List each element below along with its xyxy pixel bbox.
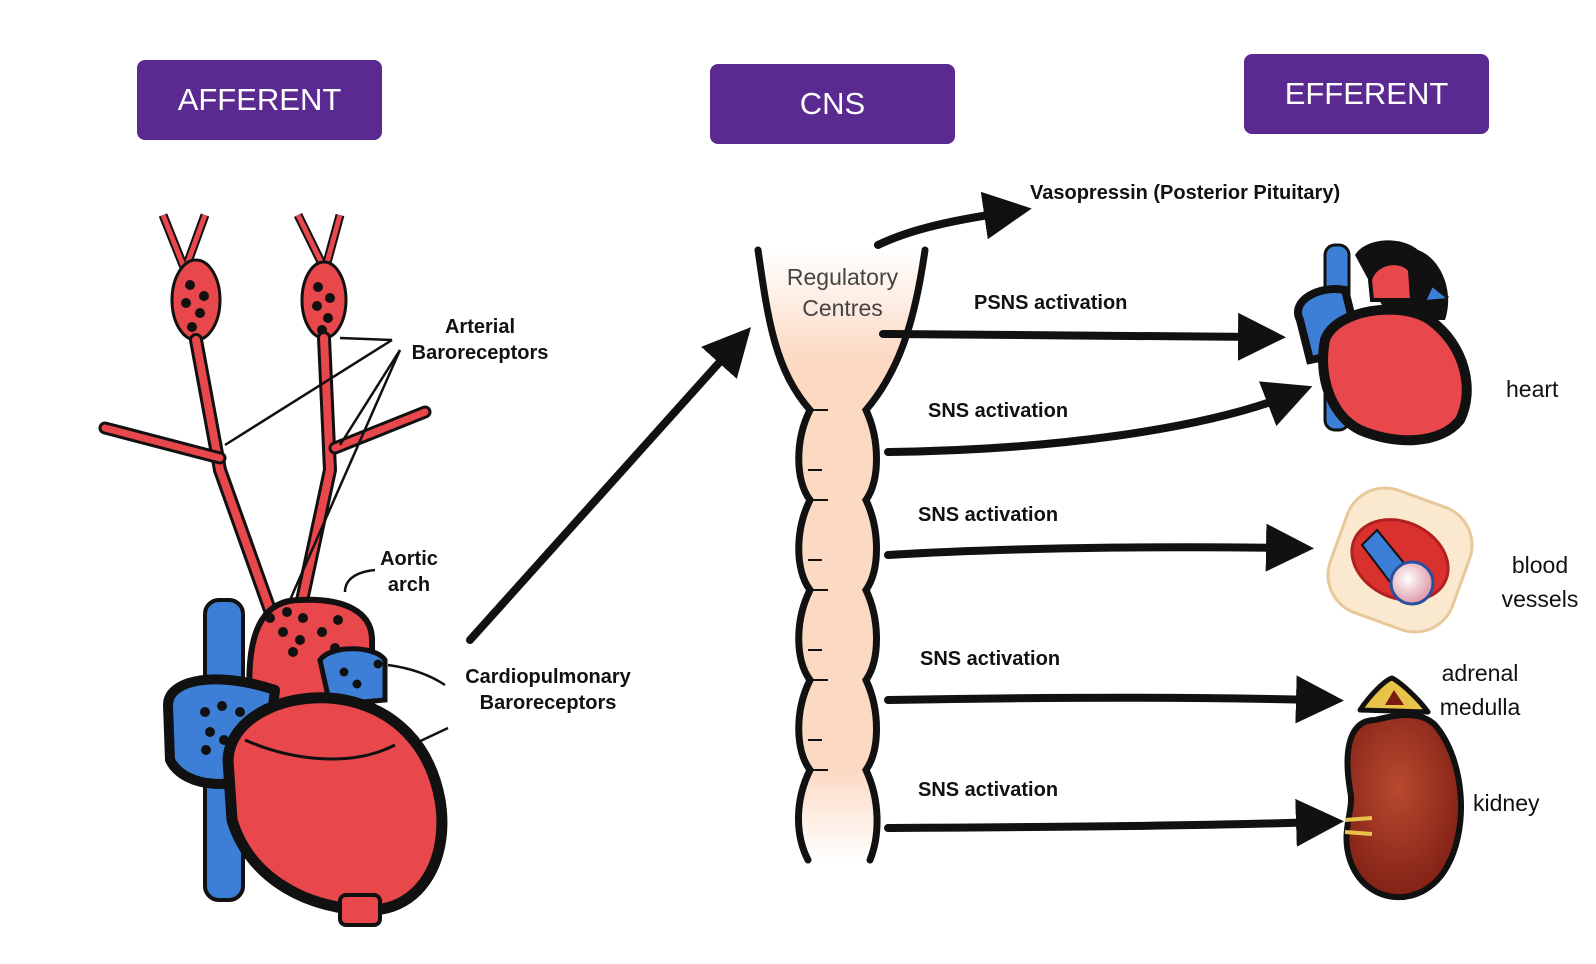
efferent-blood-vessel bbox=[1326, 486, 1474, 634]
sns-vessels-arrow bbox=[884, 523, 1314, 572]
cardiopulmonary-baroreceptors-label: Cardiopulmonary Baroreceptors bbox=[448, 664, 648, 716]
sns-heart-arrow bbox=[884, 381, 1313, 456]
sns-kidney-arrow bbox=[884, 798, 1344, 847]
afferent-heart bbox=[163, 596, 448, 927]
aortic-arch-line2: arch bbox=[387, 574, 431, 596]
cardiopulmonary-line1: Cardiopulmonary bbox=[465, 666, 631, 688]
sns-adrenal-arrow bbox=[884, 675, 1344, 724]
arterial-baroreceptors-line2: Baroreceptors bbox=[411, 342, 549, 364]
sns-kidney-label: SNS activation bbox=[918, 779, 1059, 801]
afferent-header: AFFERENT bbox=[137, 60, 382, 140]
cns-header: CNS bbox=[710, 64, 955, 144]
arterial-baroreceptors-line1: Arterial bbox=[444, 316, 516, 338]
adrenal-medulla-label: adrenal medulla bbox=[1425, 656, 1535, 724]
psns-heart-label: PSNS activation bbox=[974, 292, 1128, 314]
cns-header-label: CNS bbox=[799, 86, 866, 121]
cardiopulmonary-line2: Baroreceptors bbox=[479, 692, 617, 714]
blood-vessels-line1: blood bbox=[1511, 552, 1569, 578]
heart-label: heart bbox=[1506, 376, 1559, 402]
kidney-label: kidney bbox=[1473, 790, 1540, 816]
spinal-cord bbox=[754, 246, 929, 864]
adrenal-medulla-line1: adrenal bbox=[1441, 660, 1519, 686]
blood-vessels-line2: vessels bbox=[1501, 586, 1579, 612]
efferent-heart bbox=[1294, 240, 1472, 446]
afferent-to-cns-arrow bbox=[466, 327, 752, 644]
vasopressin-arrow bbox=[874, 191, 1032, 249]
vasopressin-label: Vasopressin (Posterior Pituitary) bbox=[1030, 182, 1341, 204]
regulatory-centres-label: Regulatory Centres bbox=[770, 262, 915, 324]
aortic-arch-label: Aortic arch bbox=[364, 546, 454, 598]
efferent-header: EFFERENT bbox=[1244, 54, 1489, 134]
regulatory-centres-line1: Regulatory bbox=[786, 264, 899, 290]
sns-adrenal-label: SNS activation bbox=[920, 648, 1061, 670]
afferent-header-label: AFFERENT bbox=[177, 82, 342, 117]
efferent-adrenal-kidney bbox=[1343, 675, 1464, 901]
regulatory-centres-line2: Centres bbox=[802, 295, 883, 321]
afferent-leader-lines bbox=[224, 336, 449, 747]
psns-heart-arrow bbox=[879, 312, 1286, 361]
sns-vessels-label: SNS activation bbox=[918, 504, 1059, 526]
blood-vessels-label: blood vessels bbox=[1490, 548, 1590, 616]
arterial-baroreceptors-label: Arterial Baroreceptors bbox=[395, 314, 565, 366]
adrenal-medulla-line2: medulla bbox=[1439, 694, 1521, 720]
sns-heart-label: SNS activation bbox=[928, 400, 1069, 422]
aortic-arch-line1: Aortic bbox=[380, 548, 438, 570]
efferent-header-label: EFFERENT bbox=[1284, 76, 1449, 111]
